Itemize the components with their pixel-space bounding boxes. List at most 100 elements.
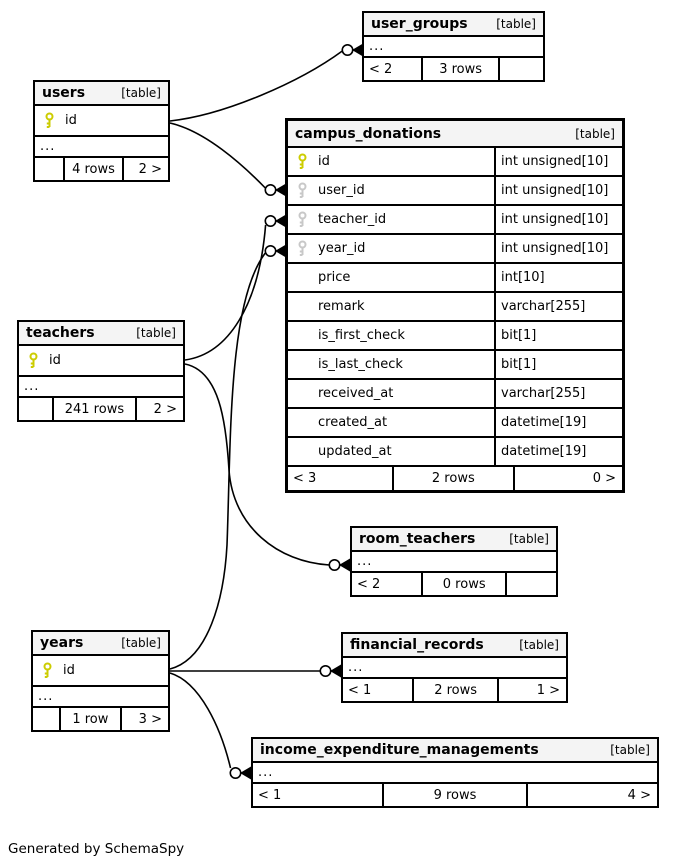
column-row-teacher-id: teacher_id int unsigned[10] bbox=[288, 206, 622, 235]
column-type: bit[1] bbox=[494, 351, 622, 378]
ellipsis-row: ... bbox=[19, 377, 183, 398]
footer-row-count: 1 row bbox=[58, 708, 123, 730]
column-row-id: id int unsigned[10] bbox=[288, 148, 622, 177]
table-users[interactable]: users [table] id ... 4 rows 2 > bbox=[33, 80, 170, 182]
column-name: price bbox=[318, 270, 351, 285]
footer-parents bbox=[35, 158, 63, 180]
table-financial-records[interactable]: financial_records [table] ... < 1 2 rows… bbox=[341, 632, 568, 703]
footer-parents: < 2 bbox=[357, 576, 381, 592]
table-name[interactable]: users bbox=[42, 85, 86, 101]
table-name[interactable]: teachers bbox=[26, 325, 95, 341]
table-name[interactable]: user_groups bbox=[371, 16, 468, 32]
column-row-user-id: user_id int unsigned[10] bbox=[288, 177, 622, 206]
crow-foot-icon bbox=[275, 183, 286, 197]
footer-parents: < 1 bbox=[258, 787, 282, 803]
footer-children bbox=[500, 58, 543, 80]
column-type: varchar[255] bbox=[494, 293, 622, 320]
column-name: teacher_id bbox=[318, 212, 387, 227]
footer-row-count: 2 rows bbox=[412, 679, 500, 701]
relationship-line-users-user_groups bbox=[169, 50, 343, 122]
footer-children: 2 > bbox=[153, 401, 177, 417]
column-type: datetime[19] bbox=[494, 409, 622, 436]
table-footer: < 2 3 rows bbox=[364, 58, 543, 80]
table-room-teachers-header[interactable]: room_teachers [table] bbox=[352, 528, 556, 552]
table-teachers[interactable]: teachers [table] id ... 241 rows 2 > bbox=[17, 320, 185, 422]
foreign-key-icon bbox=[297, 240, 309, 257]
table-footer: 241 rows 2 > bbox=[19, 398, 183, 420]
table-user-groups[interactable]: user_groups [table] ... < 2 3 rows bbox=[362, 11, 545, 82]
table-campus-donations-header[interactable]: campus_donations [table] bbox=[288, 121, 622, 148]
footer-row-count: 9 rows bbox=[382, 784, 528, 806]
zero-circle-icon bbox=[264, 245, 277, 258]
footer-parents: < 2 bbox=[369, 61, 393, 77]
column-type: int unsigned[10] bbox=[494, 148, 622, 175]
table-tag: [table] bbox=[496, 17, 536, 31]
table-tag: [table] bbox=[121, 636, 161, 650]
table-campus-donations[interactable]: campus_donations [table] id int unsigned… bbox=[285, 118, 625, 493]
column-row-received-at: received_at varchar[255] bbox=[288, 380, 622, 409]
table-tag: [table] bbox=[575, 126, 615, 141]
ellipsis-row: ... bbox=[35, 137, 168, 158]
primary-key-icon bbox=[42, 662, 54, 679]
zero-circle-icon bbox=[264, 215, 277, 228]
footer-children: 4 > bbox=[627, 787, 651, 803]
column-row-updated-at: updated_at datetime[19] bbox=[288, 438, 622, 467]
table-name[interactable]: campus_donations bbox=[295, 125, 442, 142]
table-teachers-header[interactable]: teachers [table] bbox=[19, 322, 183, 346]
primary-key-icon bbox=[28, 352, 40, 369]
table-name[interactable]: financial_records bbox=[350, 637, 484, 653]
table-footer: < 1 2 rows 1 > bbox=[343, 679, 566, 701]
ellipsis-row: ... bbox=[343, 658, 566, 679]
column-name: year_id bbox=[318, 241, 366, 256]
column-row-id: id bbox=[35, 106, 168, 137]
column-row-is-first-check: is_first_check bit[1] bbox=[288, 322, 622, 351]
table-tag: [table] bbox=[519, 638, 559, 652]
table-users-header[interactable]: users [table] bbox=[35, 82, 168, 106]
table-financial-records-header[interactable]: financial_records [table] bbox=[343, 634, 566, 658]
column-name: is_last_check bbox=[318, 357, 403, 372]
footer-parents bbox=[19, 398, 52, 420]
table-footer: < 2 0 rows bbox=[352, 573, 556, 595]
footer-children: 2 > bbox=[138, 161, 162, 177]
zero-circle-icon bbox=[319, 664, 332, 677]
footer-children: 0 > bbox=[592, 471, 616, 486]
crow-foot-icon bbox=[339, 558, 350, 572]
footer-parents bbox=[33, 708, 59, 730]
table-user-groups-header[interactable]: user_groups [table] bbox=[364, 13, 543, 37]
column-type: int unsigned[10] bbox=[494, 177, 622, 204]
table-room-teachers[interactable]: room_teachers [table] ... < 2 0 rows bbox=[350, 526, 558, 597]
table-tag: [table] bbox=[509, 532, 549, 546]
table-years-header[interactable]: years [table] bbox=[33, 632, 168, 656]
column-name: id bbox=[63, 663, 75, 678]
ellipsis-row: ... bbox=[364, 37, 543, 58]
table-tag: [table] bbox=[610, 743, 650, 757]
table-income-expenditure-managements-header[interactable]: income_expenditure_managements [table] bbox=[253, 739, 657, 763]
table-name[interactable]: income_expenditure_managements bbox=[260, 742, 539, 758]
footer-row-count: 2 rows bbox=[391, 467, 516, 490]
crow-foot-icon bbox=[275, 244, 286, 258]
column-name: remark bbox=[318, 299, 365, 314]
footer-row-count: 4 rows bbox=[62, 158, 125, 180]
column-name: is_first_check bbox=[318, 328, 405, 343]
zero-circle-icon bbox=[229, 766, 242, 779]
table-name[interactable]: room_teachers bbox=[359, 531, 476, 547]
column-type: int unsigned[10] bbox=[494, 206, 622, 233]
relationship-line-years-campus_donations bbox=[169, 252, 266, 670]
column-name: id bbox=[49, 353, 61, 368]
table-footer: 4 rows 2 > bbox=[35, 158, 168, 180]
column-row-year-id: year_id int unsigned[10] bbox=[288, 235, 622, 264]
zero-circle-icon bbox=[341, 43, 354, 56]
column-row-is-last-check: is_last_check bit[1] bbox=[288, 351, 622, 380]
column-type: int unsigned[10] bbox=[494, 235, 622, 262]
column-row-price: price int[10] bbox=[288, 264, 622, 293]
foreign-key-icon bbox=[297, 182, 309, 199]
table-name[interactable]: years bbox=[40, 635, 84, 651]
ellipsis-row: ... bbox=[253, 763, 657, 784]
footer-children: 3 > bbox=[138, 711, 162, 727]
column-name: updated_at bbox=[318, 444, 392, 459]
column-row-remark: remark varchar[255] bbox=[288, 293, 622, 322]
column-type: bit[1] bbox=[494, 322, 622, 349]
table-income-expenditure-managements[interactable]: income_expenditure_managements [table] .… bbox=[251, 737, 659, 808]
table-years[interactable]: years [table] id ... 1 row 3 > bbox=[31, 630, 170, 732]
